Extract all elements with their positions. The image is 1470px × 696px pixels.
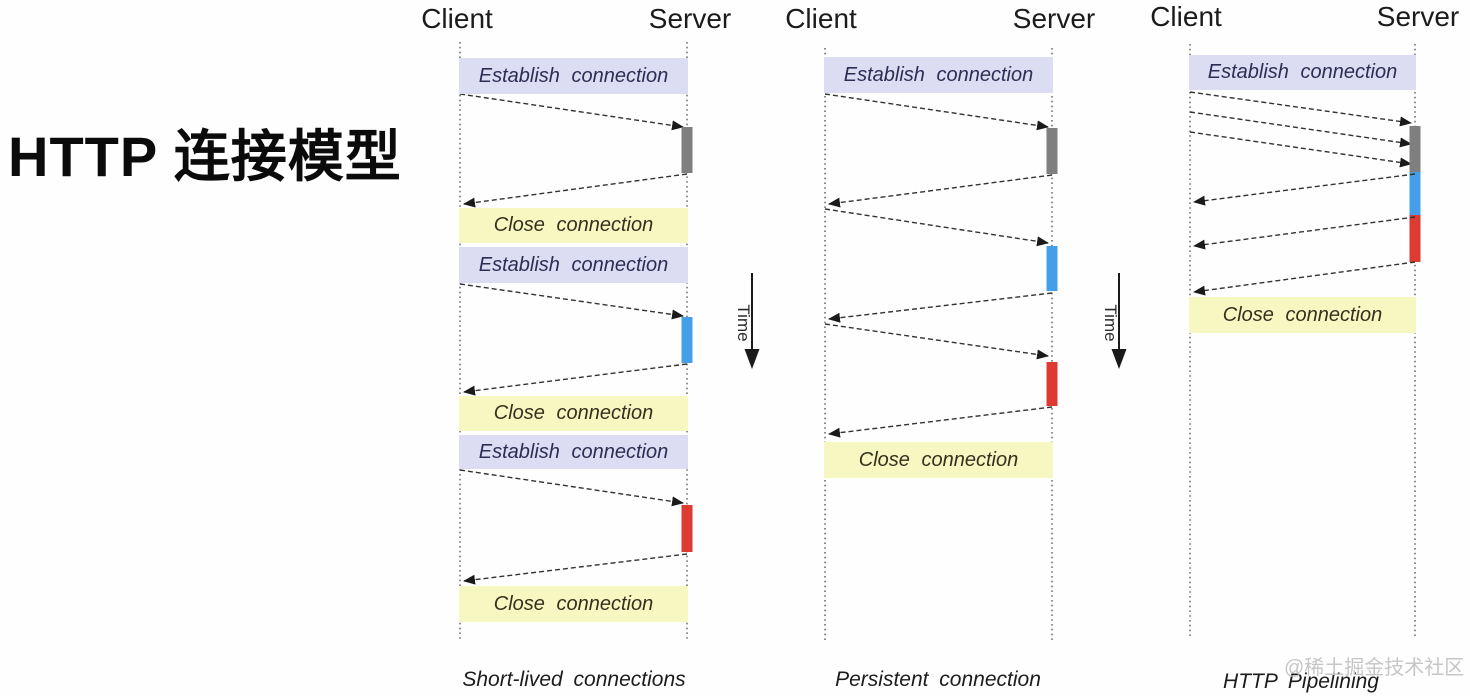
time-arrow-head-icon [744, 349, 760, 369]
request-arrow [824, 93, 1049, 131]
col2-lifelines [824, 48, 1053, 641]
processing-bar-gray [681, 127, 693, 173]
col2-client-header: Client [785, 3, 857, 34]
caption-http-pipelining: HTTP Pipelining [1223, 670, 1379, 693]
response-arrow [1193, 216, 1416, 250]
request-arrow [459, 469, 684, 507]
response-arrow [828, 406, 1053, 438]
col3-lifelines [1189, 44, 1416, 637]
request-arrow [1189, 131, 1412, 168]
time-axis-label: Time [1101, 304, 1120, 341]
processing-bar-gray [1409, 126, 1421, 172]
caption-persistent-connection: Persistent connection [835, 668, 1041, 691]
close-connection-label: Close connection [459, 396, 688, 431]
caption-short-lived-connections: Short-lived connections [462, 668, 686, 691]
response-arrow [463, 363, 688, 396]
close-connection-label: Close connection [459, 208, 688, 243]
response-arrow [828, 174, 1053, 208]
processing-bar-blue [1046, 246, 1058, 291]
col1-messages [459, 93, 693, 585]
response-arrow [1193, 173, 1416, 206]
close-connection-label: Close connection [459, 586, 688, 622]
col3-messages [1189, 91, 1421, 296]
watermark: @稀土掘金技术社区 [1284, 657, 1465, 679]
page-title: HTTP 连接模型 [8, 125, 402, 188]
col3-client-header: Client [1150, 1, 1222, 32]
processing-bar-gray [1046, 128, 1058, 174]
request-arrow [1189, 91, 1412, 127]
request-arrow [459, 283, 684, 320]
col1-client-header: Client [421, 3, 493, 34]
processing-bar-blue [1409, 172, 1421, 215]
request-arrow [824, 323, 1049, 360]
establish-connection-label: Establish connection [459, 435, 688, 469]
col1-server-header: Server [648, 3, 732, 34]
close-connection-label: Close connection [824, 442, 1053, 478]
request-arrow [824, 208, 1049, 247]
establish-connection-label: Establish connection [824, 57, 1053, 93]
processing-bar-blue [681, 317, 693, 363]
request-arrow [459, 93, 684, 131]
col1-lifelines [459, 42, 688, 640]
processing-bar-red [1409, 215, 1421, 262]
response-arrow [463, 173, 688, 208]
response-arrow [463, 553, 688, 585]
col3-server-header: Server [1376, 1, 1460, 32]
time-axis-2: Time [1101, 273, 1127, 369]
col2-server-header: Server [1012, 3, 1096, 34]
time-axis-1: Time [734, 273, 760, 369]
request-arrow [1189, 111, 1412, 148]
establish-connection-label: Establish connection [459, 247, 688, 283]
time-arrow-head-icon [1111, 349, 1127, 369]
processing-bar-red [1046, 362, 1058, 406]
establish-connection-label: Establish connection [459, 58, 688, 94]
col2-messages [824, 93, 1058, 438]
response-arrow [828, 292, 1053, 323]
response-arrow [1193, 261, 1416, 296]
time-axis-label: Time [734, 304, 753, 341]
processing-bar-red [681, 505, 693, 552]
establish-connection-label: Establish connection [1189, 55, 1416, 90]
close-connection-label: Close connection [1189, 297, 1416, 333]
